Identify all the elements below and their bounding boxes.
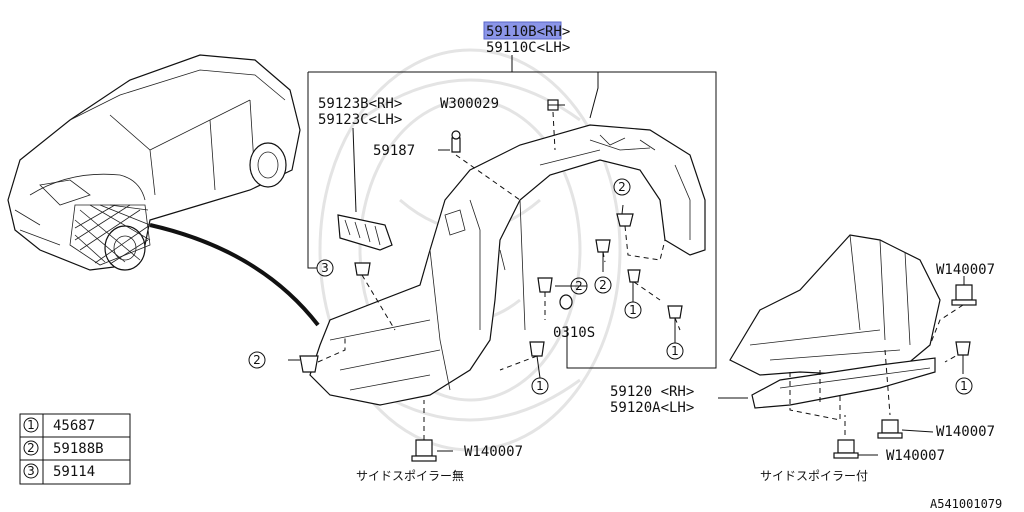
legend-table: 1 45687 2 59188B 3 59114	[19, 413, 131, 485]
legend-row-1[interactable]: 1 45687	[23, 417, 95, 434]
svg-text:45687: 45687	[53, 418, 95, 434]
svg-text:3: 3	[321, 261, 329, 275]
bracket-59123	[337, 214, 393, 251]
caption-with-spoiler: サイドスポイラー付	[760, 469, 868, 483]
fasteners	[299, 99, 683, 462]
label-59110b[interactable]: 59110B<RH>	[486, 24, 570, 40]
top-group-bracket	[288, 55, 717, 452]
liner-hatch	[69, 204, 151, 266]
dashed-leaders	[317, 111, 681, 440]
label-w140007-right-bottom[interactable]: W140007	[886, 448, 945, 464]
svg-text:59114: 59114	[53, 464, 95, 480]
label-59123b[interactable]: 59123B<RH>	[318, 96, 402, 112]
svg-text:1: 1	[960, 379, 968, 393]
callout-2-top-right[interactable]: 2	[613, 178, 631, 196]
svg-text:1: 1	[671, 344, 679, 358]
selected-part-highlight[interactable]	[483, 21, 562, 40]
svg-text:2: 2	[253, 353, 261, 367]
legend-row-2[interactable]: 2 59188B	[23, 440, 104, 457]
callout-1-bottom[interactable]: 1	[531, 377, 549, 395]
svg-text:1: 1	[27, 418, 35, 432]
caption-no-spoiler: サイドスポイラー無	[356, 468, 464, 483]
watermark-emblem	[318, 48, 622, 452]
svg-text:2: 2	[27, 441, 35, 455]
svg-text:59188B: 59188B	[53, 441, 104, 457]
callout-1-right[interactable]: 1	[666, 342, 684, 360]
label-59120a[interactable]: 59120A<LH>	[610, 400, 694, 416]
label-59187[interactable]: 59187	[373, 143, 415, 159]
label-w140007-right-mid[interactable]: W140007	[936, 424, 995, 440]
side-spoiler-assembly	[718, 234, 977, 459]
label-w140007-right-top[interactable]: W140007	[936, 262, 995, 278]
callout-3-bracket[interactable]: 3	[316, 259, 334, 277]
svg-text:2: 2	[575, 279, 583, 293]
car-illustration	[7, 54, 320, 327]
svg-text:1: 1	[629, 303, 637, 317]
callout-2-mid[interactable]: 2	[594, 276, 612, 294]
label-59123c[interactable]: 59123C<LH>	[318, 112, 402, 128]
label-w140007-bottom[interactable]: W140007	[464, 444, 523, 460]
label-w300029[interactable]: W300029	[440, 96, 499, 112]
svg-text:3: 3	[27, 464, 35, 478]
svg-text:2: 2	[618, 180, 626, 194]
callout-2-left[interactable]: 2	[248, 351, 266, 369]
callout-1-mid[interactable]: 1	[624, 301, 642, 319]
callout-1-spoiler[interactable]: 1	[955, 377, 973, 395]
callout-2-center[interactable]: 2	[570, 277, 588, 295]
fender-liner-assembly	[309, 124, 706, 406]
label-59110c[interactable]: 59110C<LH>	[486, 40, 570, 56]
diagram-id: A541001079	[930, 497, 1002, 511]
svg-text:1: 1	[536, 379, 544, 393]
svg-text:2: 2	[599, 278, 607, 292]
label-59120[interactable]: 59120 <RH>	[610, 384, 694, 400]
legend-row-3[interactable]: 3 59114	[23, 463, 95, 480]
label-0310s[interactable]: 0310S	[553, 325, 595, 341]
